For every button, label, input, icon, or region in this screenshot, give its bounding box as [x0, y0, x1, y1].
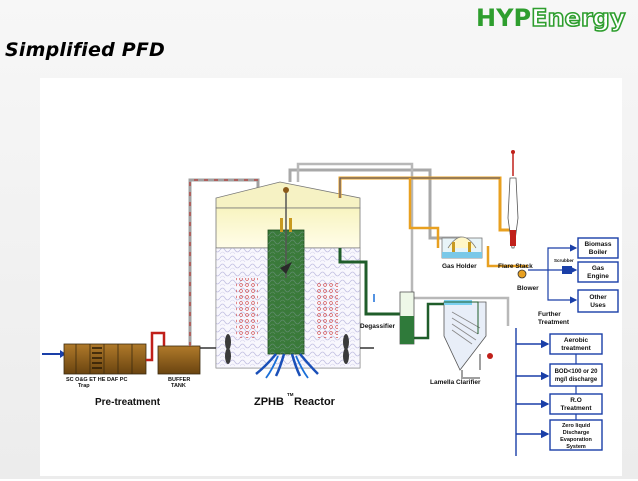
- gas-engine-box: Gas Engine: [577, 261, 619, 283]
- further-label-1: Further: [538, 311, 561, 318]
- zld-line-1: Zero liquid: [562, 423, 590, 429]
- pfd-diagram: SC O&G ET HE DAF PC Trap Pre-treatment B…: [40, 78, 622, 476]
- pipe-biogas: [338, 176, 510, 232]
- ro-line-1: R.O: [570, 397, 582, 404]
- pipe-holder-to-blower: [486, 246, 528, 268]
- zld-box: Zero liquid Discharge Evaporation System: [549, 419, 603, 451]
- pipe-lamella-sludge: [461, 370, 480, 379]
- zld-line-2: Discharge: [563, 430, 590, 436]
- treatment-flow-lines: [515, 328, 550, 456]
- degassifier: [373, 291, 415, 345]
- flare-stack-label: Flare Stack: [498, 263, 533, 270]
- pipe-gray-to-further: [296, 162, 510, 326]
- bod-line-1: BOD<100 or 20: [555, 369, 599, 375]
- scrubber-label: Scrubber: [554, 258, 574, 263]
- degassifier-label: Degassifier: [360, 323, 396, 330]
- lamella-label: Lamella Clarifier: [430, 379, 481, 386]
- aerobic-line-2: treatment: [561, 345, 591, 352]
- pretreatment-units-label: SC O&G ET HE DAF PC: [66, 377, 127, 383]
- biomass-boiler-box: Biomass Boiler: [577, 237, 619, 259]
- pipe-buffer-to-reactor: [188, 178, 260, 346]
- hypenergy-logo: HYPEnergy: [476, 3, 626, 33]
- biomass-line-2: Boiler: [589, 249, 608, 256]
- pretreatment-tanks: [63, 343, 147, 375]
- buffer-label-2: TANK: [171, 383, 186, 389]
- further-label-2: Treatment: [538, 319, 570, 326]
- inlet-arrow: [42, 350, 66, 358]
- buffer-label-1: BUFFER: [168, 377, 190, 383]
- trap-label: Trap: [78, 383, 90, 389]
- pipe-degassifier-to-lamella: [414, 302, 444, 340]
- other-uses-box: Other Uses: [577, 289, 619, 313]
- gas-holder: [441, 236, 483, 259]
- gas-holder-label: Gas Holder: [442, 263, 477, 270]
- pfd-svg: SC O&G ET HE DAF PC Trap Pre-treatment B…: [42, 150, 619, 456]
- lamella-clarifier: [443, 300, 487, 371]
- blower-label: Blower: [517, 285, 539, 292]
- zphb-reactor: [200, 181, 374, 379]
- gas-engine-line-2: Engine: [587, 273, 609, 280]
- bod-box: BOD<100 or 20 mg/l discharge: [549, 363, 603, 387]
- other-uses-line-1: Other: [589, 294, 607, 301]
- ro-box: R.O Treatment: [549, 393, 603, 415]
- sludge-pump-icon: [487, 353, 493, 359]
- biomass-line-1: Biomass: [584, 241, 611, 248]
- reactor-word: Reactor: [294, 396, 336, 408]
- zld-line-4: System: [566, 444, 586, 450]
- other-uses-line-2: Uses: [590, 302, 606, 309]
- logo-hyp-text: HYP: [476, 4, 532, 32]
- aerobic-line-1: Aerobic: [564, 337, 589, 344]
- buffer-tank: [157, 345, 201, 375]
- blower-icon: [517, 269, 527, 279]
- reactor-name: ZPHB: [254, 396, 284, 408]
- bod-line-2: mg/l discharge: [555, 377, 598, 383]
- logo-energy-text: Energy: [530, 3, 626, 33]
- aerobic-box: Aerobic treatment: [549, 333, 603, 355]
- pipe-pretreat-to-buffer: [146, 331, 166, 362]
- flare-stack: [507, 150, 519, 249]
- slide-title: Simplified PFD: [5, 39, 165, 61]
- gas-distribution-lines: [528, 244, 578, 304]
- zld-line-3: Evaporation: [560, 437, 592, 443]
- reactor-label: ZPHB TM Reactor: [254, 392, 336, 408]
- reactor-tm: TM: [287, 392, 294, 397]
- ro-line-2: Treatment: [560, 405, 592, 412]
- pretreatment-label: Pre-treatment: [95, 397, 161, 408]
- pipe-biogas-to-holder: [408, 178, 440, 248]
- gas-engine-line-1: Gas: [592, 265, 605, 272]
